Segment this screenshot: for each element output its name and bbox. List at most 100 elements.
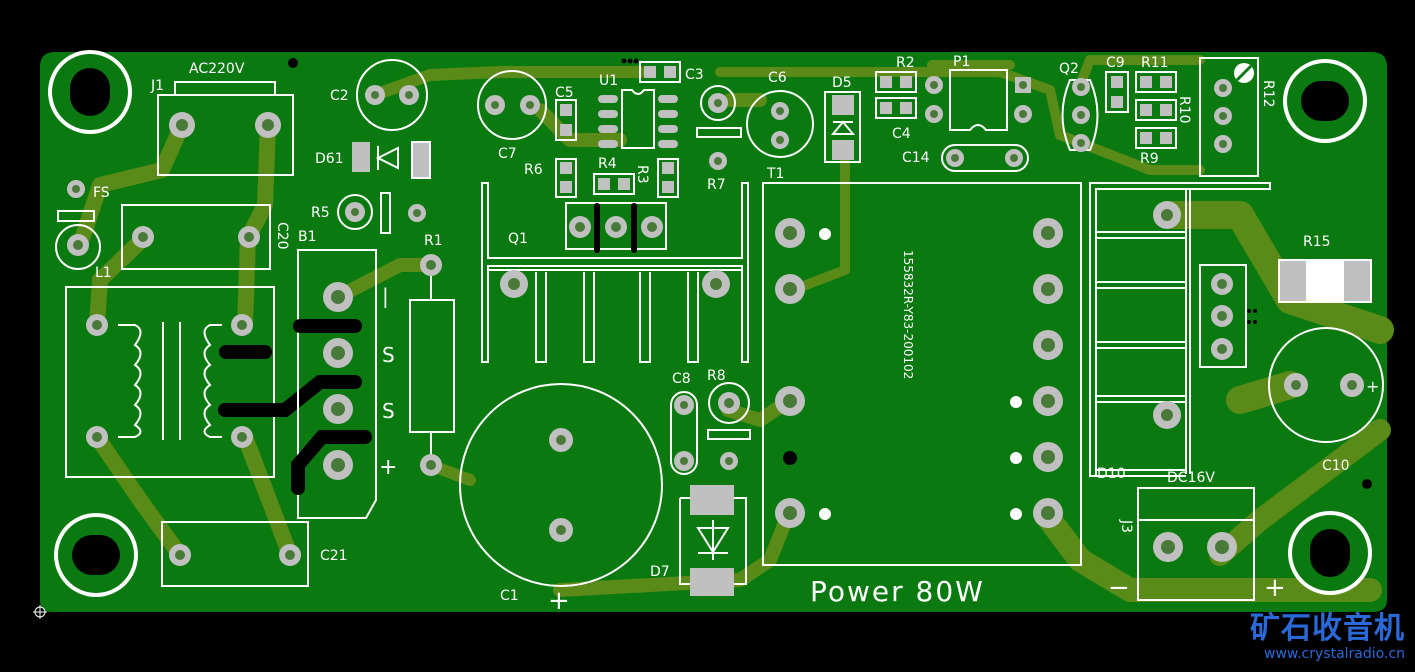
r4-label: R4 (598, 156, 617, 172)
capacitor-c5: C5 (555, 85, 577, 141)
copper-traces (72, 55, 1394, 602)
l1-label: L1 (95, 265, 112, 281)
resistor-r2: R2 (875, 55, 917, 93)
mounting-hole-br (1288, 511, 1372, 595)
c8-label: C8 (672, 371, 691, 387)
capacitor-c9: C9 (1105, 55, 1129, 113)
resistor-r8: R8 (707, 368, 751, 470)
diode-d61: D61 (315, 141, 431, 179)
common-mode-choke (65, 286, 362, 478)
ic-u1: U1 (598, 73, 678, 149)
resistor-r4: R4 (593, 156, 635, 195)
d61-label: D61 (315, 151, 344, 167)
bridge-rectifier-b1: B1 | S S + (291, 229, 397, 519)
t1-label: T1 (766, 166, 784, 182)
d10-label: D10 (1097, 466, 1126, 482)
watermark-title: 矿石收音机 (1250, 611, 1405, 646)
b1-label: B1 (298, 229, 317, 245)
d7-label: D7 (650, 564, 670, 580)
c3-label: C3 (685, 67, 704, 83)
c6-label: C6 (768, 70, 787, 86)
r12-label: R12 (1260, 80, 1276, 108)
transistor-q1: Q1 (508, 202, 667, 253)
c10-label: C10 (1322, 458, 1350, 474)
r3-label: R3 (634, 165, 650, 184)
c1-polarity: + (548, 586, 570, 616)
resistor-r3: R3 (634, 158, 679, 198)
c21-label: C21 (320, 548, 348, 564)
j3-plus-mark: + (1264, 573, 1286, 603)
diode-d5: D5 (824, 75, 861, 163)
diode-d7: D7 (650, 485, 747, 596)
capacitor-c10: + C10 (1268, 327, 1384, 474)
r8-label: R8 (707, 368, 726, 384)
capacitor-c6: C6 T1 (746, 70, 814, 182)
c5-label: C5 (555, 85, 574, 101)
capacitor-c7: C7 (477, 70, 547, 162)
bridge-plus-mark: + (379, 455, 397, 480)
bridge-ac2-mark: S (382, 399, 395, 423)
c4-label: C4 (892, 126, 911, 142)
c20-label: C20 (274, 222, 290, 250)
fiducial (1362, 479, 1372, 489)
resistor-r11: R11 (1135, 55, 1177, 93)
u1-label: U1 (599, 73, 618, 89)
j1-connector: J1 AC220V (150, 61, 294, 176)
heatsink-d10: D10 (1089, 182, 1271, 482)
part-number-label: 155832R-Y83-200102 (901, 250, 915, 379)
dc-output-label: DC16V (1167, 470, 1215, 486)
capacitor-c3: C3 (621, 58, 704, 83)
p1-label: P1 (953, 54, 970, 70)
optocoupler-p1: P1 (925, 54, 1032, 131)
q1-label: Q1 (508, 231, 528, 247)
ac-input-label: AC220V (189, 61, 245, 77)
capacitor-c1: C1 + (459, 383, 663, 616)
r11-label: R11 (1141, 55, 1169, 71)
j1-label: J1 (150, 78, 164, 94)
j3-label: J3 (1118, 519, 1134, 533)
r5-label: R5 (311, 205, 330, 221)
resistor-r6: R6 (524, 158, 577, 198)
c7-label: C7 (498, 146, 517, 162)
r1-label: R1 (424, 233, 443, 249)
mounting-holes (48, 50, 1372, 597)
transistor-q2: Q2 (1059, 61, 1099, 152)
r6-label: R6 (524, 162, 543, 178)
capacitor-c20: C20 (121, 204, 290, 270)
capacitor-c14: C14 (902, 144, 1029, 172)
d5-label: D5 (832, 75, 852, 91)
resistor-r10: R10 (1135, 96, 1192, 124)
r7-label: R7 (707, 177, 726, 193)
capacitor-c4: C4 (875, 97, 917, 142)
capacitor-c8: C8 (670, 371, 698, 475)
board-title: Power 80W (810, 575, 985, 608)
capacitor-c21: C21 (161, 521, 348, 587)
watermark-url: www.crystalradio.cn (1264, 646, 1405, 662)
r10-label: R10 (1176, 96, 1192, 124)
r9-label: R9 (1140, 151, 1159, 167)
fiducial (783, 451, 797, 465)
resistor-r9: R9 (1135, 127, 1177, 167)
q2-label: Q2 (1059, 61, 1079, 77)
connector-j3: DC16V J3 − + (1108, 470, 1286, 603)
c14-label: C14 (902, 150, 930, 166)
c9-label: C9 (1106, 55, 1125, 71)
origin-marker-icon (33, 605, 47, 619)
resistor-r5: R5 (311, 192, 426, 234)
c2-label: C2 (330, 88, 349, 104)
fuse-fs: FS L1 (55, 180, 112, 281)
potentiometer-r12: R12 (1199, 57, 1276, 177)
mounting-hole-tr (1283, 59, 1367, 143)
heatsink-q1 (481, 182, 749, 363)
bridge-ac1-mark: S (382, 343, 395, 367)
transformer-t1: 155832R-Y83-200102 (762, 182, 1082, 566)
j3-minus-mark: − (1108, 573, 1130, 603)
c10-polarity: + (1366, 377, 1379, 396)
mounting-hole-bl (54, 513, 138, 597)
mounting-hole-tl (48, 50, 132, 134)
r2-label: R2 (896, 55, 915, 71)
c1-label: C1 (500, 588, 519, 604)
resistor-r7: R7 (696, 85, 742, 193)
